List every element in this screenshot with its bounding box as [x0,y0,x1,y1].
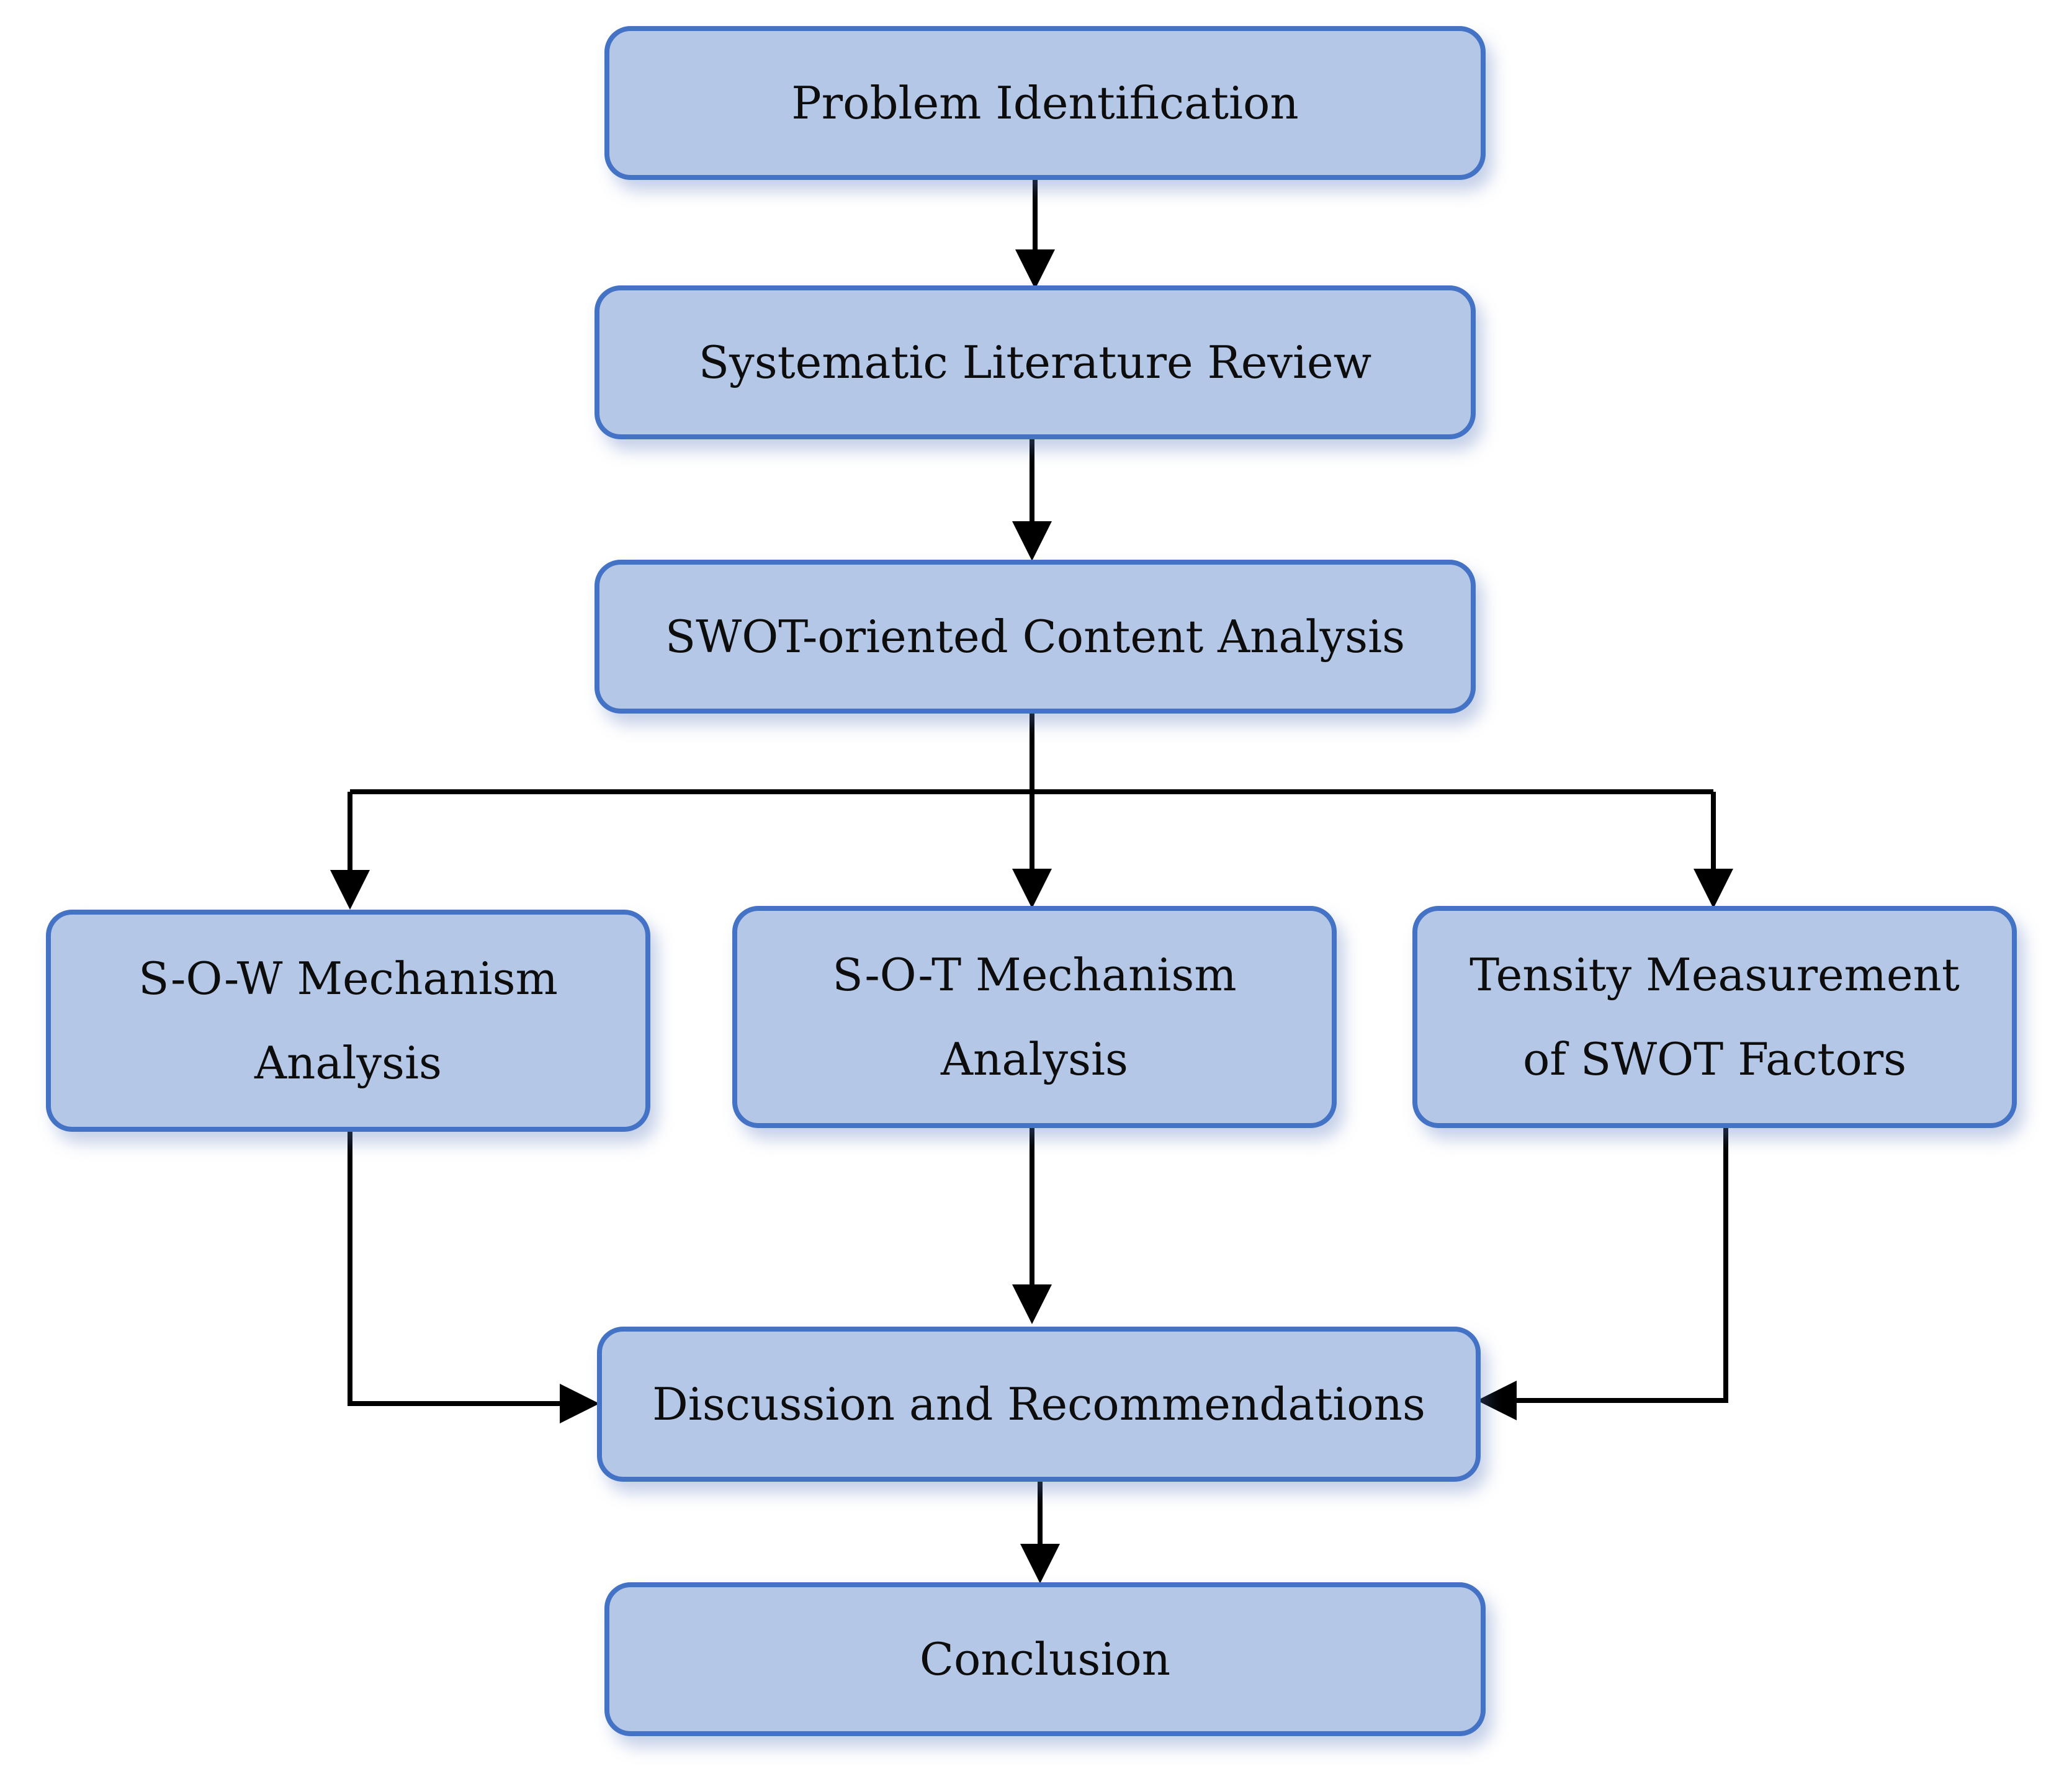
step-label-line1: Tensity Measurement [1469,949,1960,1001]
step-label: Problem Identification [791,77,1299,129]
arrow-tensity-to-discussion [1477,1128,1728,1420]
step-label-line2: of SWOT Factors [1522,1033,1907,1085]
step-label-line1: S-O-T Mechanism [832,949,1237,1001]
step-discussion-recommendations: Discussion and Recommendations [597,1327,1481,1482]
arrow-sow-to-discussion [348,1132,599,1423]
step-conclusion: Conclusion [604,1582,1486,1736]
step-label-line2: Analysis [941,1033,1128,1085]
step-tensity-measurement: Tensity Measurement of SWOT Factors [1412,906,2017,1128]
step-label: Discussion and Recommendations [652,1378,1425,1430]
step-label: SWOT-oriented Content Analysis [665,611,1406,663]
step-label: Systematic Literature Review [698,336,1372,388]
step-problem-identification: Problem Identification [604,26,1486,180]
step-systematic-literature-review: Systematic Literature Review [595,285,1476,439]
step-label-line1: S-O-W Mechanism [138,952,558,1005]
step-label: Conclusion [919,1633,1171,1685]
step-label-line2: Analysis [254,1037,442,1089]
step-swot-content-analysis: SWOT-oriented Content Analysis [595,560,1476,714]
step-sow-mechanism-analysis: S-O-W Mechanism Analysis [46,910,650,1132]
step-sot-mechanism-analysis: S-O-T Mechanism Analysis [732,906,1337,1128]
